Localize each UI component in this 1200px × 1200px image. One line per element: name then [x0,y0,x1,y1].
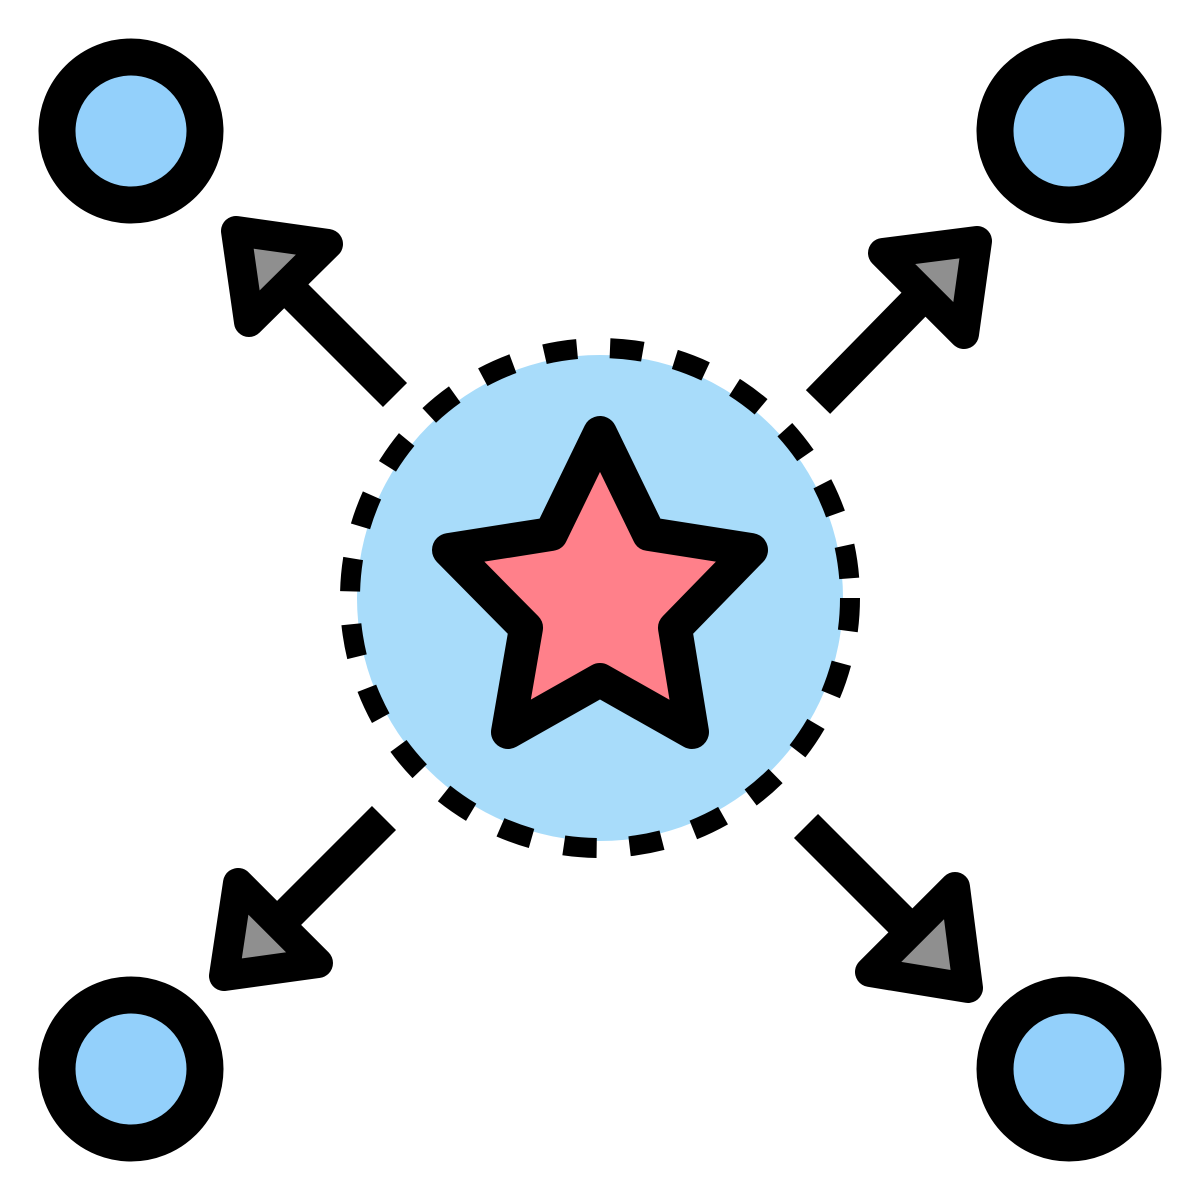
arrow-down-left-icon [209,805,397,991]
arrow-up-right-icon [805,226,992,414]
star-icon [432,416,768,749]
arrow-down-right-head [855,872,983,1003]
circle-node-icon [38,38,224,224]
arrow-down-right-icon [793,813,983,1003]
circle-node-icon [976,38,1162,224]
arrow-up-right-head [868,226,992,349]
node-bottom-left [38,976,224,1162]
arrow-down-left-shaft [267,805,397,935]
arrow-up-left-icon [221,216,408,408]
arrow-up-right-shaft [805,284,935,414]
hub-dashed-ring [340,338,860,858]
node-bottom-right [976,976,1162,1162]
node-top-left [38,38,224,224]
arrow-up-left-shaft [267,267,408,408]
arrow-down-left-head [209,868,333,991]
arrow-up-left-head [221,216,343,337]
circle-node-icon [976,976,1162,1162]
arrow-down-right-shaft [793,813,931,951]
circle-node-icon [38,976,224,1162]
node-top-right [976,38,1162,224]
star-shape [432,416,768,749]
